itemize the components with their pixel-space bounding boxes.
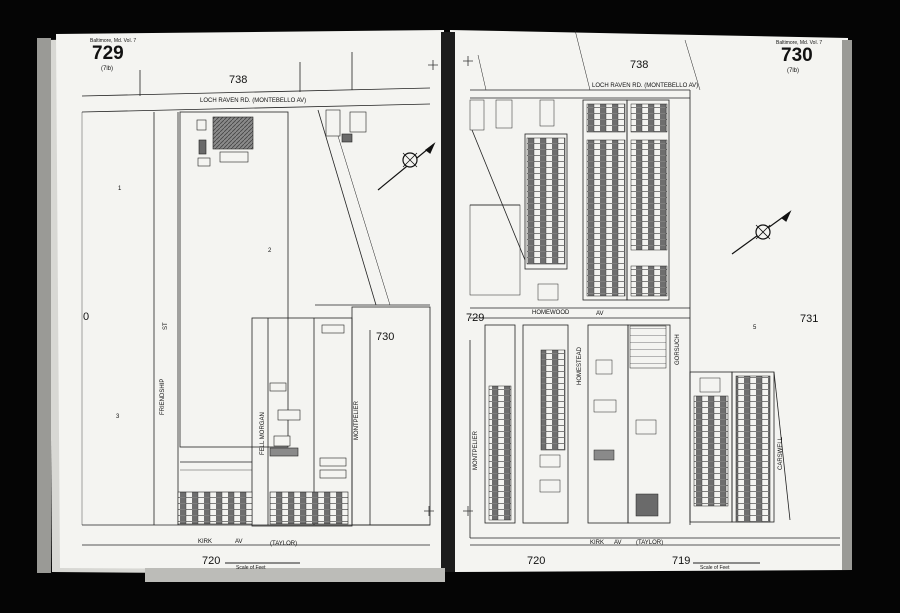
left-sub-number: (7lb) xyxy=(101,66,114,72)
left-map xyxy=(81,52,431,546)
right-taylor-label: (TAYLOR) xyxy=(636,540,664,546)
right-adjacent-sheet-east: 731 xyxy=(800,313,819,325)
right-kirk-av-label: AV xyxy=(614,540,622,546)
left-lot-1: 1 xyxy=(118,186,122,192)
right-block-c xyxy=(626,99,670,301)
left-page xyxy=(37,30,446,575)
left-rowhouses-1 xyxy=(177,491,253,525)
right-adjacent-sheet-north: 738 xyxy=(630,59,649,71)
left-montpelier-label: MONTPELIER xyxy=(354,400,360,440)
right-north-arrow-icon xyxy=(731,210,792,255)
left-mount-label: FELL MORGAN xyxy=(260,412,266,455)
left-north-street-line-2 xyxy=(81,103,431,113)
left-page-edge xyxy=(37,38,51,573)
right-rowhouses-d xyxy=(488,385,512,521)
right-homewood-label: HOMEWOOD xyxy=(532,310,570,316)
right-scale-note: Scale of Feet xyxy=(700,565,730,571)
right-kirk-label: KIRK xyxy=(590,540,605,546)
right-gorsuch-block xyxy=(627,324,671,524)
right-rowhouses-g xyxy=(735,375,771,523)
left-rowhouses-2 xyxy=(269,491,349,525)
left-buildings xyxy=(177,109,367,525)
left-large-lot xyxy=(179,111,289,448)
right-series-label: Baltimore, Md. Vol. 7 xyxy=(776,40,823,46)
left-lot-3: 3 xyxy=(116,414,120,420)
left-adjacent-sheet-east: 730 xyxy=(376,331,395,343)
right-adjacent-sheet-southeast: 719 xyxy=(672,555,691,567)
left-page-number: 729 xyxy=(92,43,124,64)
left-lot-2: 2 xyxy=(268,248,272,254)
left-adjacent-sheet-north: 738 xyxy=(229,74,248,86)
right-page-edge xyxy=(842,40,852,570)
left-large-building xyxy=(212,116,254,150)
page-bottom-edge xyxy=(145,568,445,582)
right-sub-number: (7lb) xyxy=(787,68,800,74)
left-mid-block xyxy=(251,317,353,527)
right-homestead-label: HOMESTEAD xyxy=(577,346,583,385)
right-adjacent-sheet-west: 729 xyxy=(466,312,485,324)
right-rowhouses-c xyxy=(630,139,668,251)
right-carswell-label: CARSWELL xyxy=(778,436,784,470)
right-page-number: 730 xyxy=(781,45,813,66)
left-side-sheet: 0 xyxy=(83,311,90,323)
right-rowhouses-b xyxy=(586,139,626,297)
right-map xyxy=(469,29,840,546)
left-av-label: AV xyxy=(235,539,243,545)
left-taylor-label: (TAYLOR) xyxy=(270,541,298,547)
right-montpelier-block xyxy=(484,324,516,524)
right-av-label: AV xyxy=(596,311,604,317)
right-rowhouses-f xyxy=(693,395,729,507)
registration-marks xyxy=(424,56,473,516)
right-montpelier-label: MONTPELIER xyxy=(473,430,479,470)
right-block-d xyxy=(522,324,569,524)
left-adjacent-sheet-south: 720 xyxy=(202,555,221,567)
right-adjacent-sheet-south: 720 xyxy=(527,555,546,567)
right-buildings xyxy=(469,99,771,523)
right-gorsuch-label: GORSUCH xyxy=(675,334,681,365)
left-scale-note: Scale of Feet xyxy=(236,565,266,571)
left-north-street-label: LOCH RAVEN RD. (MONTEBELLO AV) xyxy=(200,98,307,104)
left-series-label: Baltimore, Md. Vol. 7 xyxy=(90,38,137,44)
left-north-arrow-icon xyxy=(377,142,436,191)
left-st-label: ST xyxy=(163,322,169,330)
book-gutter xyxy=(441,32,455,572)
left-diagonal-line xyxy=(317,109,377,306)
right-rowhouses-a xyxy=(526,137,566,265)
right-lot-5: 5 xyxy=(753,325,757,331)
right-north-street-label: LOCH RAVEN RD. (MONTEBELLO AV) xyxy=(592,83,699,89)
right-rowhouses-e xyxy=(540,349,566,451)
left-friendship-label: FRIENDSHIP xyxy=(160,378,166,415)
right-block-a xyxy=(524,133,568,270)
left-south-street-label: KIRK xyxy=(198,539,213,545)
